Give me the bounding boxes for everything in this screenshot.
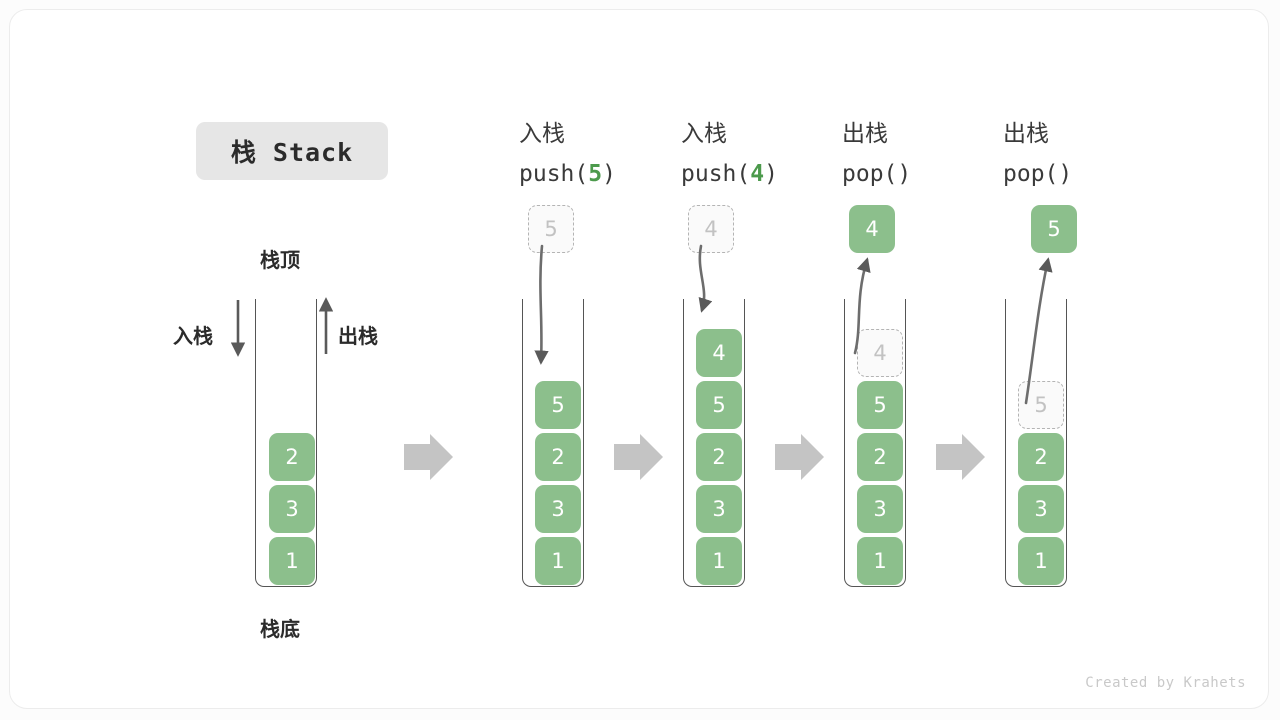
header-cn-text: 入栈 bbox=[519, 121, 565, 147]
credit-text: Created by Krahets bbox=[1085, 675, 1246, 691]
stack-cell[interactable]: 1 bbox=[696, 537, 742, 585]
stack-container-pop-4 bbox=[844, 299, 906, 587]
header-cn-text: 出栈 bbox=[1003, 121, 1049, 147]
stack-bottom-label: 栈底 bbox=[260, 617, 300, 641]
code-prefix: pop( bbox=[1003, 161, 1059, 187]
stack-floor bbox=[1005, 569, 1067, 587]
popped-cell[interactable]: 4 bbox=[849, 205, 895, 253]
pop-direction-label: 出栈 bbox=[338, 324, 378, 348]
arrow-overlay bbox=[230, 244, 1053, 480]
incoming-ghost-cell[interactable]: 5 bbox=[528, 205, 574, 253]
step-arrow bbox=[614, 434, 663, 480]
stack-cell[interactable]: 3 bbox=[269, 485, 315, 533]
column-header-pop-5: 出栈 pop() bbox=[1003, 114, 1072, 194]
code-prefix: pop( bbox=[842, 161, 898, 187]
code-prefix: push( bbox=[681, 161, 751, 187]
stack-wall-left bbox=[844, 299, 845, 569]
stack-floor bbox=[255, 569, 317, 587]
header-code-text: push(5) bbox=[519, 154, 616, 194]
diagram-card: 栈 Stack 栈顶 栈底 入栈 出栈 入栈 push(5) 入栈 push(4… bbox=[9, 9, 1269, 709]
stack-cell[interactable]: 2 bbox=[857, 433, 903, 481]
code-prefix: push( bbox=[519, 161, 589, 187]
stack-floor bbox=[522, 569, 584, 587]
stack-wall-left bbox=[522, 299, 523, 569]
stack-wall-right bbox=[316, 299, 317, 569]
incoming-ghost-cell[interactable]: 4 bbox=[688, 205, 734, 253]
stack-cell[interactable]: 4 bbox=[696, 329, 742, 377]
column-header-push-5: 入栈 push(5) bbox=[519, 114, 616, 194]
stack-cell[interactable]: 1 bbox=[269, 537, 315, 585]
stack-cell[interactable]: 2 bbox=[269, 433, 315, 481]
stack-container-pop-5 bbox=[1005, 299, 1067, 587]
stack-cell[interactable]: 3 bbox=[857, 485, 903, 533]
stack-cell[interactable]: 2 bbox=[1018, 433, 1064, 481]
header-cn-text: 出栈 bbox=[842, 121, 888, 147]
stack-cell[interactable]: 1 bbox=[857, 537, 903, 585]
stack-top-label: 栈顶 bbox=[260, 248, 300, 272]
stack-container-initial bbox=[255, 299, 317, 587]
stack-container-push-5 bbox=[522, 299, 584, 587]
vacated-ghost-cell[interactable]: 4 bbox=[857, 329, 903, 377]
stack-cell[interactable]: 1 bbox=[535, 537, 581, 585]
header-code-text: pop() bbox=[842, 154, 911, 194]
stack-floor bbox=[844, 569, 906, 587]
header-cn-text: 入栈 bbox=[681, 121, 727, 147]
stack-wall-left bbox=[1005, 299, 1006, 569]
stack-cell[interactable]: 1 bbox=[1018, 537, 1064, 585]
stack-cell[interactable]: 2 bbox=[535, 433, 581, 481]
stack-cell[interactable]: 3 bbox=[696, 485, 742, 533]
stack-cell[interactable]: 5 bbox=[857, 381, 903, 429]
popped-cell[interactable]: 5 bbox=[1031, 205, 1077, 253]
header-code-text: push(4) bbox=[681, 154, 778, 194]
column-header-pop-4: 出栈 pop() bbox=[842, 114, 911, 194]
stack-cell[interactable]: 2 bbox=[696, 433, 742, 481]
stack-wall-right bbox=[744, 299, 745, 569]
code-arg: 4 bbox=[750, 161, 765, 187]
stack-floor bbox=[683, 569, 745, 587]
stack-cell[interactable]: 3 bbox=[535, 485, 581, 533]
stack-wall-right bbox=[583, 299, 584, 569]
stack-cell[interactable]: 5 bbox=[535, 381, 581, 429]
code-suffix: ) bbox=[764, 161, 778, 187]
header-code-text: pop() bbox=[1003, 154, 1072, 194]
code-suffix: ) bbox=[897, 161, 912, 187]
stack-wall-left bbox=[255, 299, 256, 569]
stack-wall-left bbox=[683, 299, 684, 569]
stack-wall-right bbox=[905, 299, 906, 569]
title-badge: 栈 Stack bbox=[196, 122, 388, 180]
vacated-ghost-cell[interactable]: 5 bbox=[1018, 381, 1064, 429]
code-arg: 5 bbox=[588, 161, 603, 187]
push-direction-label: 入栈 bbox=[173, 324, 213, 348]
column-header-push-4: 入栈 push(4) bbox=[681, 114, 778, 194]
stack-container-push-4 bbox=[683, 299, 745, 587]
step-arrow bbox=[775, 434, 824, 480]
code-suffix: ) bbox=[1058, 161, 1073, 187]
code-suffix: ) bbox=[602, 161, 616, 187]
step-arrow bbox=[936, 434, 985, 480]
stack-cell[interactable]: 3 bbox=[1018, 485, 1064, 533]
stack-cell[interactable]: 5 bbox=[696, 381, 742, 429]
stack-wall-right bbox=[1066, 299, 1067, 569]
step-arrow bbox=[404, 434, 453, 480]
